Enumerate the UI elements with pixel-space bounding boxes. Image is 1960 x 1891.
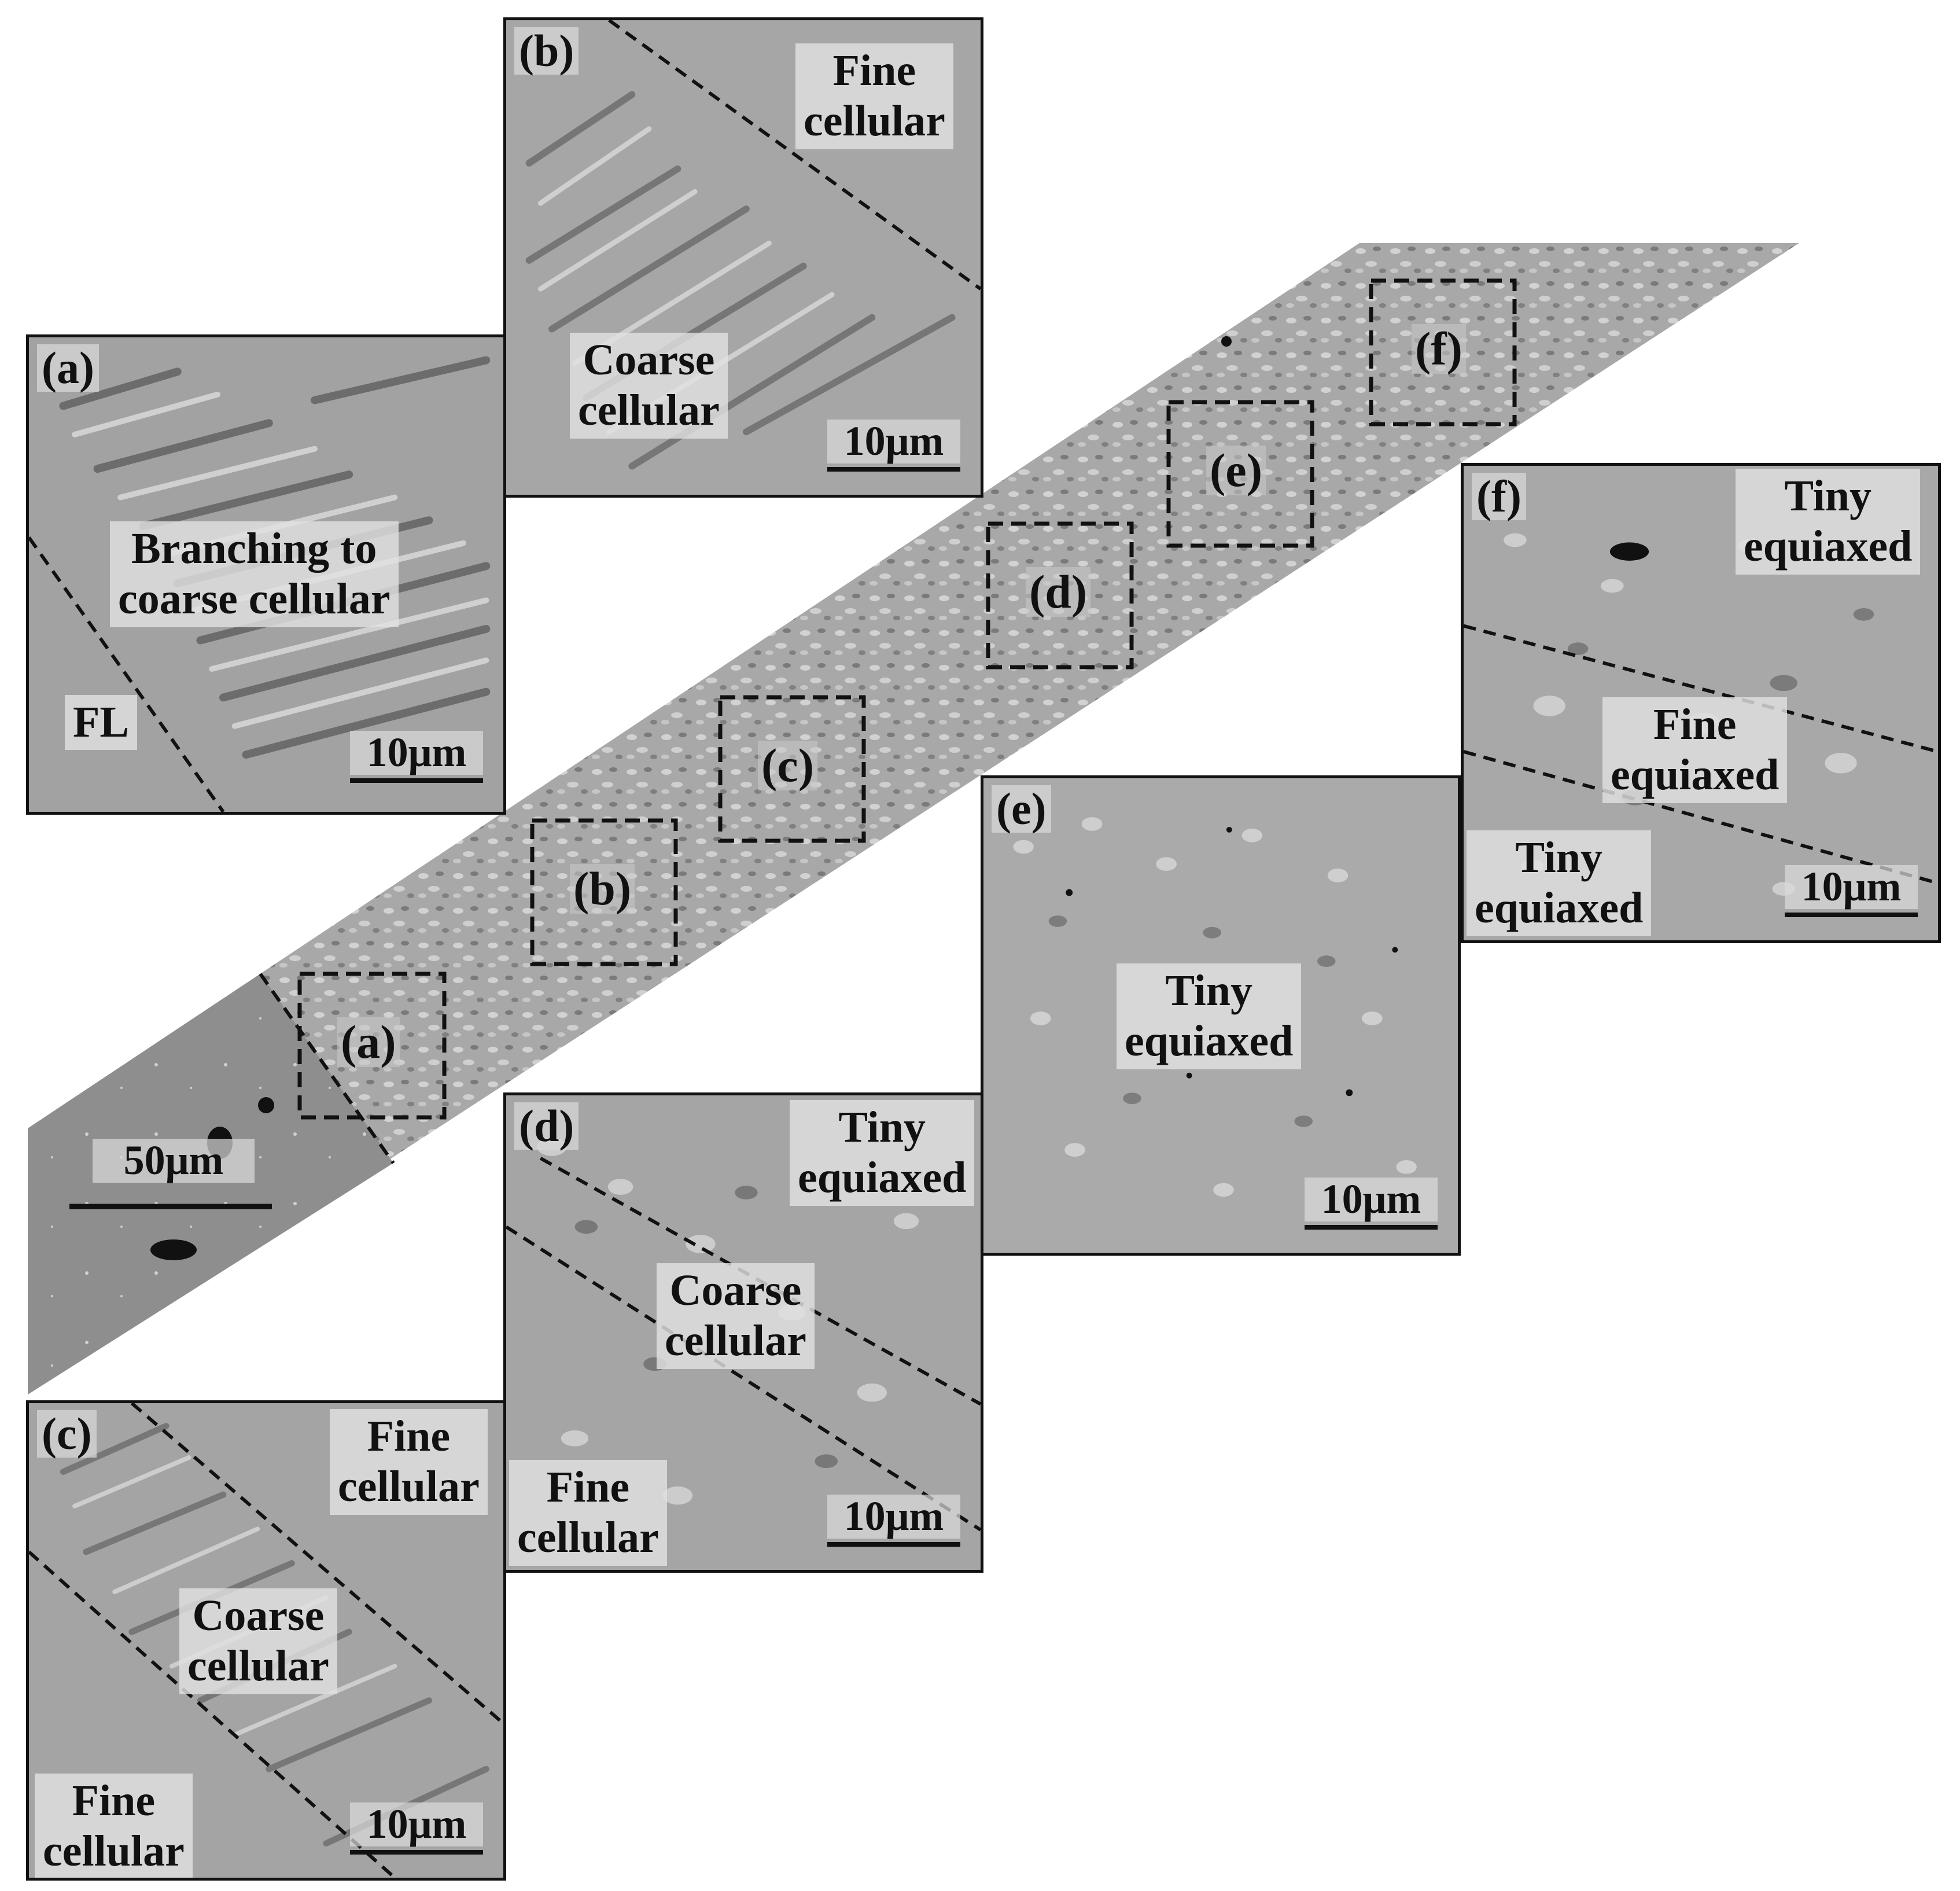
strip-band <box>28 243 1799 1395</box>
panel-c-scale-bar: 10μm <box>350 1802 483 1855</box>
box-label-b: (b) <box>570 863 635 914</box>
boundary-dashed-lower <box>506 1225 981 1532</box>
panel-f: (f) Tiny equiaxed Fine equiaxed Tiny equ… <box>1461 463 1941 943</box>
panel-c: (c) Fine cellular Coarse cellular Fine c… <box>26 1400 506 1881</box>
region-tiny-equiaxed-top: Tiny equiaxed <box>1736 469 1921 575</box>
box-f <box>1369 278 1517 426</box>
box-label-d: (d) <box>1026 566 1091 617</box>
pore <box>258 1097 274 1113</box>
overview-scale-label: 50μm <box>93 1138 255 1183</box>
scale-label: 10μm <box>350 1802 483 1846</box>
region-tiny-equiaxed-bottom: Tiny equiaxed <box>1467 830 1652 936</box>
panel-a-label: (a) <box>37 344 99 392</box>
panel-e: (e) Tiny equiaxed 10μm <box>981 775 1461 1256</box>
fusion-zone-area <box>28 974 393 1395</box>
box-e <box>1166 400 1314 548</box>
panel-e-scale-bar: 10μm <box>1305 1177 1438 1230</box>
overview-scale-bar: 50μm <box>93 1138 255 1183</box>
region-branching-to-coarse-cellular: Branching to coarse cellular <box>110 521 399 627</box>
scale-label: 10μm <box>1785 864 1918 909</box>
scale-label: 10μm <box>1305 1177 1438 1222</box>
box-c <box>718 695 866 843</box>
scale-label: 10μm <box>827 1494 960 1539</box>
panel-b-scale-bar: 10μm <box>827 419 960 472</box>
panel-b: (b) Fine cellular Coarse cellular 10μm <box>503 17 983 498</box>
panel-a: (a) Branching to coarse cellular FL 10μm <box>26 334 506 815</box>
panel-d-scale-bar: 10μm <box>827 1494 960 1547</box>
box-label-e: (e) <box>1206 445 1266 496</box>
box-label-c: (c) <box>758 740 818 791</box>
fusion-line-dashed <box>29 536 225 812</box>
box-b <box>530 818 678 966</box>
panel-d-label: (d) <box>514 1102 579 1150</box>
boundary-dashed <box>608 20 981 290</box>
region-fine-cellular-top: Fine cellular <box>330 1409 488 1515</box>
region-coarse-cellular: Coarse cellular <box>570 333 728 439</box>
panel-f-scale-bar: 10μm <box>1785 864 1918 917</box>
panel-f-label: (f) <box>1472 473 1526 520</box>
scale-label: 10μm <box>350 730 483 775</box>
pore <box>150 1239 197 1260</box>
region-tiny-equiaxed: Tiny equiaxed <box>790 1100 975 1206</box>
box-label-f: (f) <box>1412 323 1466 374</box>
panel-c-label: (c) <box>37 1410 97 1458</box>
region-fine-cellular: Fine cellular <box>795 43 953 149</box>
panel-d: (d) Tiny equiaxed Coarse cellular Fine c… <box>503 1092 983 1573</box>
panel-e-label: (e) <box>992 785 1051 833</box>
scale-label: 10μm <box>827 419 960 463</box>
region-fine-cellular-bottom: Fine cellular <box>35 1774 193 1878</box>
region-fl: FL <box>65 695 138 750</box>
box-a <box>297 972 447 1120</box>
fusion-line <box>259 973 395 1164</box>
region-coarse-cellular: Coarse cellular <box>657 1263 815 1369</box>
region-tiny-equiaxed: Tiny equiaxed <box>1117 963 1302 1069</box>
region-fine-equiaxed: Fine equiaxed <box>1602 697 1788 803</box>
region-fine-cellular: Fine cellular <box>509 1460 667 1566</box>
box-label-a: (a) <box>337 1017 400 1068</box>
pore <box>1221 336 1232 347</box>
box-d <box>986 521 1134 669</box>
region-coarse-cellular: Coarse cellular <box>179 1588 337 1694</box>
panel-b-label: (b) <box>514 27 579 75</box>
panel-a-scale-bar: 10μm <box>350 730 483 783</box>
